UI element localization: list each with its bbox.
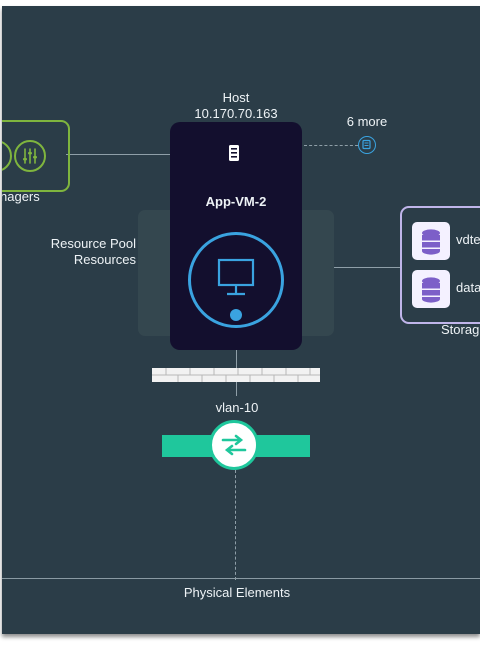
sliders-icon xyxy=(14,140,46,172)
manager-icon xyxy=(2,140,12,172)
datastore-icon xyxy=(412,270,450,308)
vm-node[interactable] xyxy=(188,232,284,328)
physical-divider xyxy=(2,578,480,579)
firewall-icon[interactable] xyxy=(152,368,320,382)
resource-pool-subtitle: Resources xyxy=(73,252,136,267)
managers-connector xyxy=(66,154,172,155)
storage-label: Storag xyxy=(441,322,480,337)
storage-item-1: vdte xyxy=(456,232,480,247)
switch-node[interactable] xyxy=(209,420,259,470)
storage-connector xyxy=(302,267,400,268)
vm-name: App-VM-2 xyxy=(205,194,267,209)
topology-canvas: nagers Resource Pool Resources Host 10.1… xyxy=(2,6,480,634)
monitor-icon xyxy=(217,258,255,296)
host-firewall-connector xyxy=(236,350,237,368)
host-ip: 10.170.70.163 xyxy=(194,106,278,121)
vlan-label: vlan-10 xyxy=(215,400,259,415)
firewall-vlan-connector xyxy=(236,382,237,396)
resource-pool-label: Resource Pool Resources xyxy=(12,236,136,268)
resource-pool-title: Resource Pool xyxy=(50,236,136,251)
storage-node[interactable]: vdte data xyxy=(400,206,480,324)
host-title: Host xyxy=(222,90,250,105)
more-hosts-server-icon[interactable] xyxy=(358,136,376,154)
more-hosts-label: 6 more xyxy=(346,114,388,129)
managers-node[interactable] xyxy=(2,120,70,192)
managers-label: nagers xyxy=(2,189,40,204)
storage-item-2: data xyxy=(456,280,480,295)
more-connector xyxy=(304,145,358,146)
vm-port-dot xyxy=(230,309,242,321)
physical-elements-label: Physical Elements xyxy=(183,585,291,600)
switch-arrows-icon xyxy=(221,434,247,456)
datastore-icon xyxy=(412,222,450,260)
vlan-physical-connector xyxy=(235,470,236,580)
server-icon xyxy=(228,144,240,162)
